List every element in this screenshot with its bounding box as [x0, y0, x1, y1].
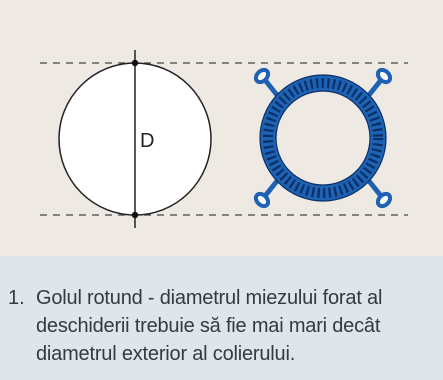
diagram-figure: D	[0, 0, 443, 256]
diameter-top-point	[131, 59, 139, 67]
caption-number: 1.	[8, 287, 25, 309]
caption-text: Golul rotund - diametrul miezului forat …	[36, 287, 383, 365]
diameter-bottom-point	[131, 211, 139, 219]
collar-clamp-icon	[253, 67, 393, 209]
diagram-canvas: D	[40, 50, 408, 228]
caption-box: 1. Golul rotund - diametrul miezului for…	[0, 256, 443, 380]
diameter-label: D	[140, 130, 154, 152]
